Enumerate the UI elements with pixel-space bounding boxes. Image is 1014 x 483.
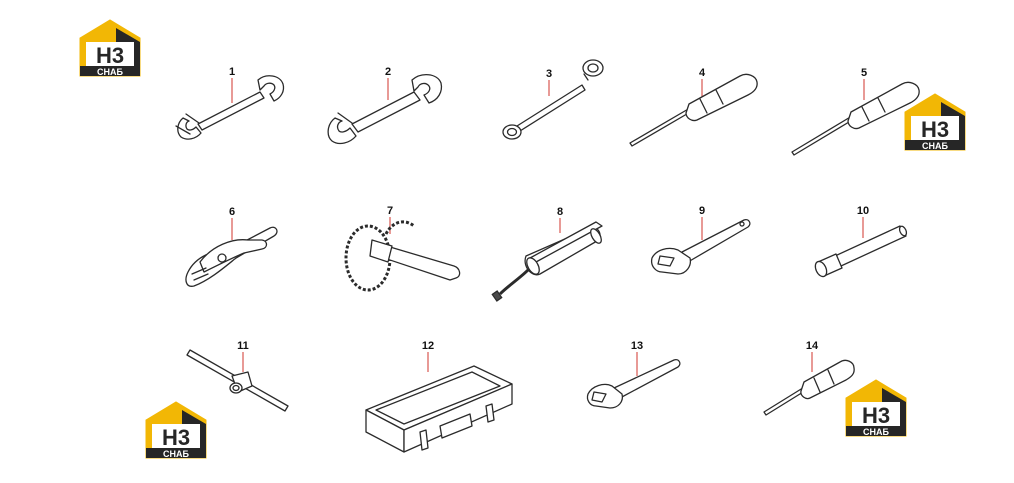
- callout-9: 9: [699, 205, 705, 217]
- logo-letters: H3: [96, 43, 124, 68]
- part-3-offset-box-wrench: 3: [502, 59, 604, 140]
- callout-11: 11: [237, 340, 249, 352]
- callout-13: 13: [631, 340, 643, 352]
- callout-6: 6: [229, 206, 235, 218]
- part-11-t-handle-wrench: 11: [186, 340, 289, 412]
- callout-1: 1: [229, 66, 235, 78]
- part-13-adjustable-wrench: 13: [586, 340, 681, 409]
- logo-name: CHAБ: [163, 449, 189, 459]
- logo-name: CHAБ: [922, 141, 948, 151]
- callout-8: 8: [557, 206, 563, 218]
- part-1-open-end-wrench: 1: [175, 66, 285, 140]
- logo-letters: H3: [862, 403, 890, 428]
- part-14-screwdriver: 14: [763, 340, 855, 416]
- logo-name: CHAБ: [97, 67, 123, 77]
- callout-12: 12: [422, 340, 434, 352]
- brand-logo-top-left: H3 CHAБ: [79, 19, 141, 77]
- callout-14: 14: [806, 340, 819, 352]
- part-12-tool-case: 12: [365, 340, 513, 453]
- brand-logo-bottom-left: H3 CHAБ: [145, 401, 207, 459]
- callout-5: 5: [861, 67, 867, 79]
- callout-2: 2: [385, 66, 391, 78]
- part-5-screwdriver: 5: [791, 67, 920, 156]
- brand-logo-right-upper: H3 CHAБ: [904, 93, 966, 151]
- callout-7: 7: [387, 205, 393, 217]
- callout-4: 4: [699, 67, 706, 79]
- logo-letters: H3: [921, 117, 949, 142]
- part-10-socket-extension: 10: [814, 205, 908, 278]
- part-2-open-end-wrench: 2: [327, 66, 443, 145]
- brand-logo-bottom-right: H3 CHAБ: [845, 379, 907, 437]
- logo-name: CHAБ: [863, 427, 889, 437]
- part-7-chain-wrench: 7: [344, 205, 461, 292]
- part-9-adjustable-wrench: 9: [650, 205, 751, 275]
- callout-3: 3: [546, 68, 552, 80]
- part-8-grease-gun: 8: [491, 206, 603, 302]
- part-6-pliers: 6: [185, 206, 278, 287]
- callout-10: 10: [857, 205, 869, 217]
- logo-letters: H3: [162, 425, 190, 450]
- part-4-screwdriver: 4: [629, 67, 758, 147]
